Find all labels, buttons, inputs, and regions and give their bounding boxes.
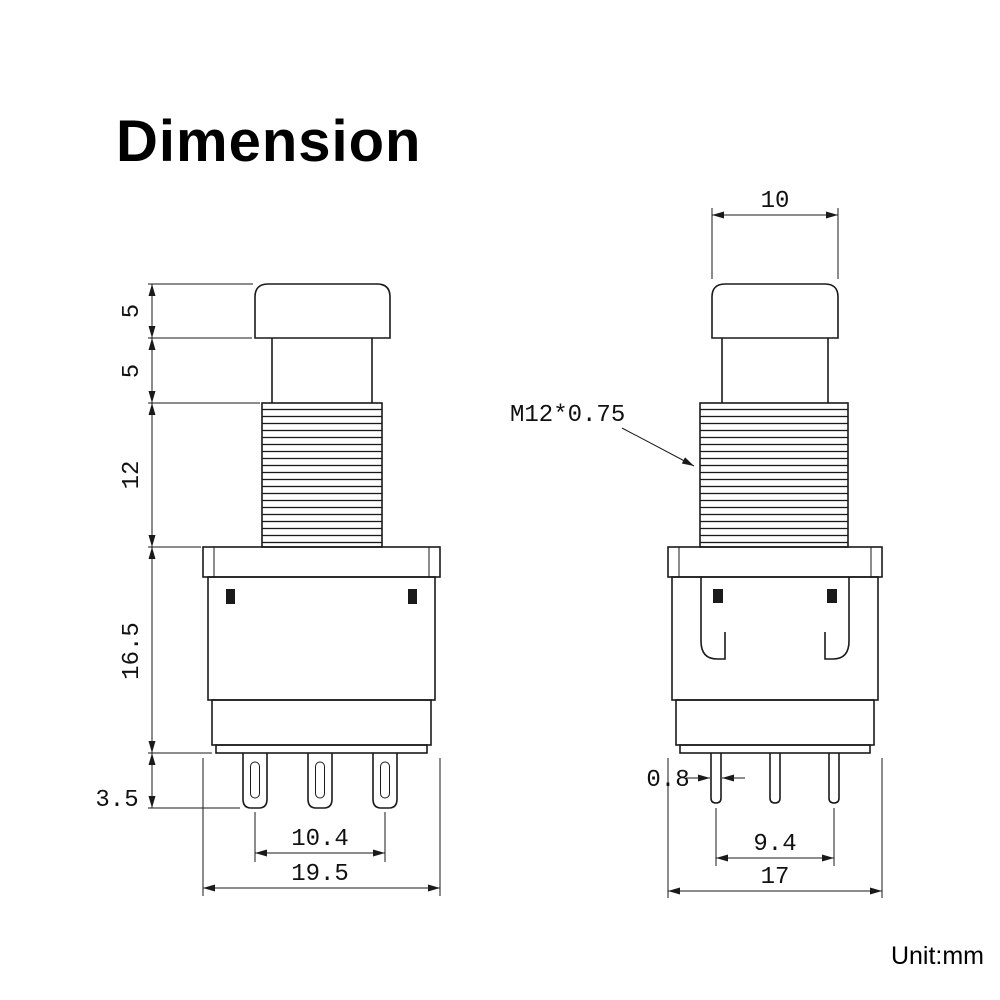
side-cap — [711, 283, 839, 339]
dim-side-body-width: 17 — [761, 864, 790, 891]
unit-label: Unit:mm — [890, 942, 984, 970]
front-body — [202, 546, 441, 754]
side-shaft — [721, 338, 829, 403]
front-pins — [242, 753, 398, 809]
dim-side-cap-width: 10 — [761, 188, 790, 215]
front-view: 5 5 12 16.5 3.5 10.4 19.5 — [95, 283, 441, 896]
side-pins — [710, 753, 840, 804]
thread-spec-label: M12*0.75 — [510, 402, 625, 429]
dim-front-body-width: 19.5 — [291, 861, 349, 888]
front-shaft — [271, 338, 373, 403]
thread-leader-line — [621, 427, 695, 467]
front-cap — [254, 283, 391, 339]
dim-front-cap-height: 5 — [119, 304, 146, 318]
dim-side-pin-width: 0.8 — [646, 767, 689, 794]
side-dimension-lines — [621, 208, 883, 898]
dim-front-shaft-height: 5 — [119, 364, 146, 378]
dim-front-pin-spacing: 10.4 — [291, 826, 349, 853]
side-clip-left — [700, 577, 726, 660]
dim-front-body-height: 16.5 — [119, 622, 146, 680]
dim-side-pin-spacing: 9.4 — [753, 831, 796, 858]
front-dimension-lines — [148, 283, 441, 896]
side-view: 10 M12*0.75 0.8 9.4 17 — [510, 188, 883, 898]
side-clip-right — [824, 577, 850, 660]
front-thread-bushing — [261, 402, 383, 548]
side-body — [667, 546, 883, 754]
dim-front-pin-height: 3.5 — [95, 787, 138, 814]
page-title: Dimension — [116, 109, 422, 174]
side-thread-bushing — [699, 402, 849, 548]
dim-front-thread-height: 12 — [119, 461, 146, 490]
